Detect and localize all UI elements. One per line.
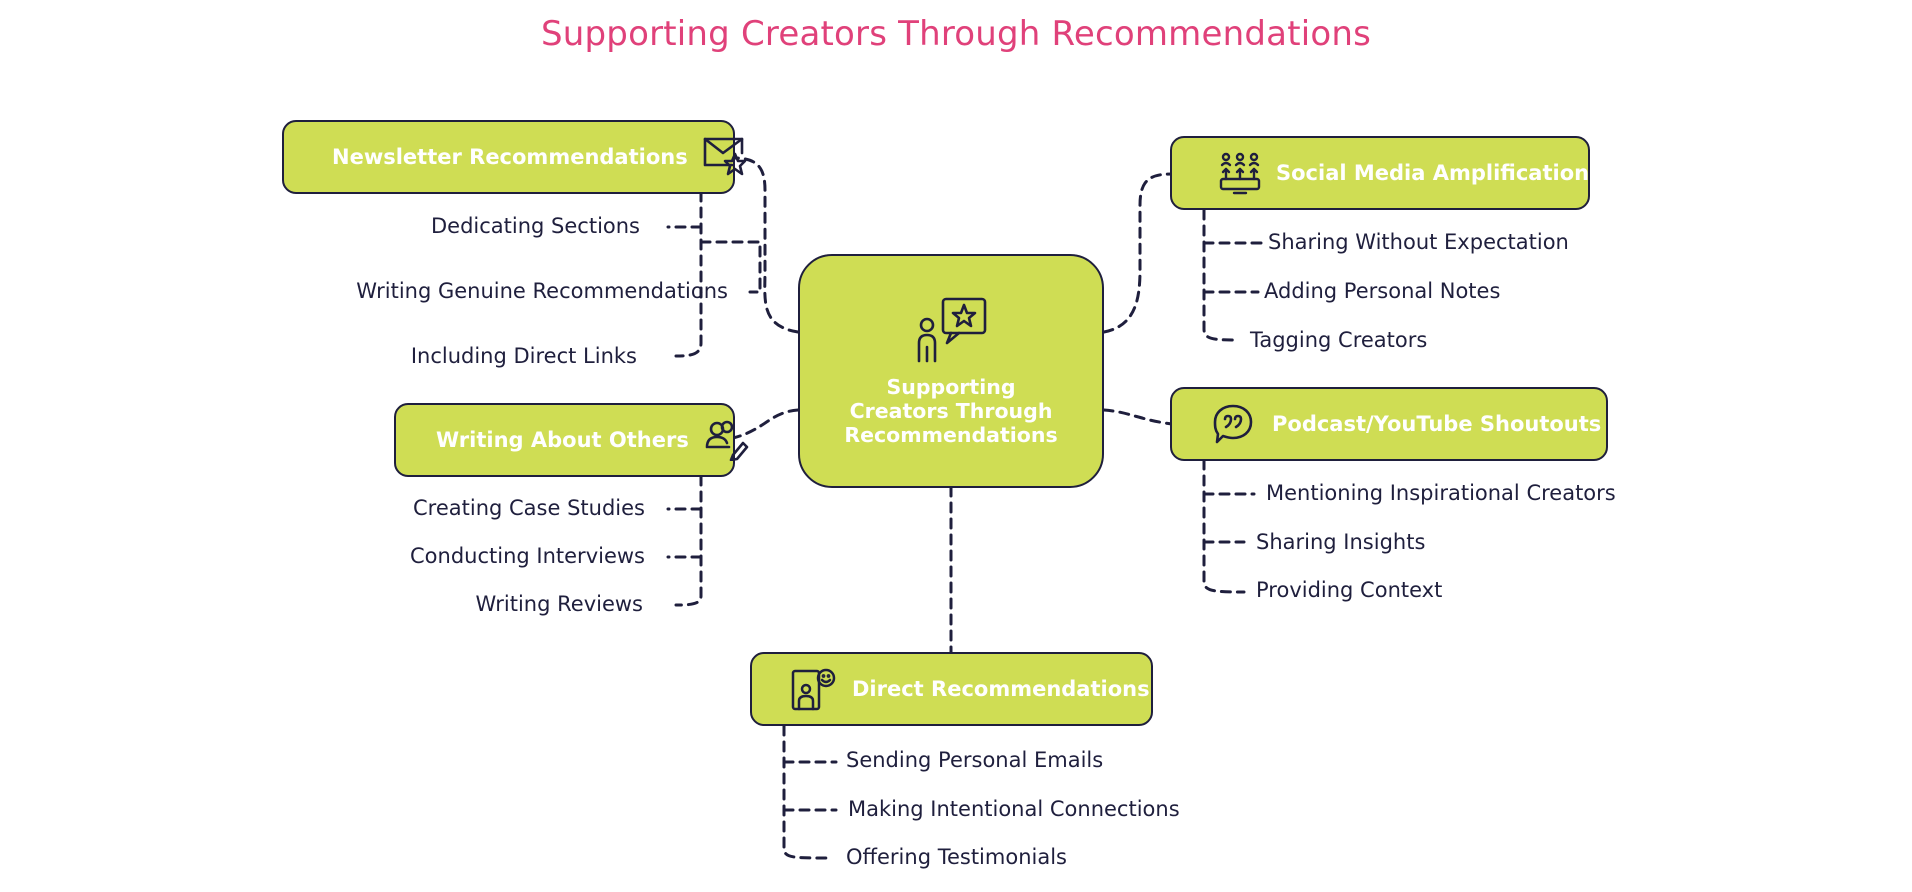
connector-center-newsletter — [731, 156, 800, 334]
branch-label: Podcast/YouTube Shoutouts — [1272, 412, 1602, 436]
leaf-providing-context: Providing Context — [1256, 578, 1443, 602]
people-pen-icon — [705, 419, 749, 461]
leaf-including-direct-links: Including Direct Links — [410, 344, 637, 368]
leaf-adding-personal-notes: Adding Personal Notes — [1264, 279, 1501, 303]
person-smile-board-icon — [790, 667, 836, 711]
branch-label: Newsletter Recommendations — [332, 145, 688, 169]
branch-podcast-youtube-shoutouts: Podcast/YouTube Shoutouts — [1170, 387, 1608, 461]
connector-newsletter-children — [674, 190, 703, 358]
branch-writing-about-others: Writing About Others — [394, 403, 749, 477]
leaf-creating-case-studies: Creating Case Studies — [413, 496, 645, 520]
leaf-sending-personal-emails: Sending Personal Emails — [846, 748, 1104, 772]
connector-social-children — [1202, 208, 1240, 342]
branch-social-media-amplification: Social Media Amplification — [1170, 136, 1590, 210]
leaf-sharing-insights: Sharing Insights — [1256, 530, 1426, 554]
leaf-conducting-interviews: Conducting Interviews — [410, 544, 645, 568]
connector-center-podcast — [1102, 408, 1174, 426]
mail-star-icon — [702, 135, 748, 179]
leaf-making-intentional-connections: Making Intentional Connections — [848, 797, 1180, 821]
connector-direct-children — [782, 724, 832, 860]
branch-label: Social Media Amplification — [1276, 161, 1590, 185]
leaf-mentioning-inspirational-creators: Mentioning Inspirational Creators — [1266, 481, 1616, 505]
connector-center-social — [1102, 172, 1174, 334]
leaf-writing-reviews: Writing Reviews — [475, 592, 643, 616]
leaf-offering-testimonials: Offering Testimonials — [846, 845, 1067, 869]
person-star-speech-icon — [913, 295, 989, 365]
center-node: Supporting Creators Through Recommendati… — [798, 254, 1104, 488]
branch-newsletter-recommendations: Newsletter Recommendations — [282, 120, 747, 194]
leaf-sharing-without-expectation: Sharing Without Expectation — [1268, 230, 1569, 254]
leaf-dedicating-sections: Dedicating Sections — [430, 214, 640, 238]
connector-podcast-children — [1202, 458, 1246, 594]
connector-writing-children — [674, 474, 703, 607]
quote-bubble-icon — [1212, 402, 1254, 446]
page-title: Supporting Creators Through Recommendati… — [540, 14, 1372, 54]
center-node-label: Supporting Creators Through Recommendati… — [844, 375, 1058, 447]
leaf-writing-genuine-recommendations: Writing Genuine Recommendations — [356, 279, 728, 303]
connector-center-writing — [731, 408, 800, 440]
audience-broadcast-icon — [1218, 151, 1262, 195]
branch-label: Direct Recommendations — [852, 677, 1150, 701]
branch-direct-recommendations: Direct Recommendations — [750, 652, 1153, 726]
leaf-tagging-creators: Tagging Creators — [1250, 328, 1428, 352]
branch-label: Writing About Others — [436, 428, 689, 452]
